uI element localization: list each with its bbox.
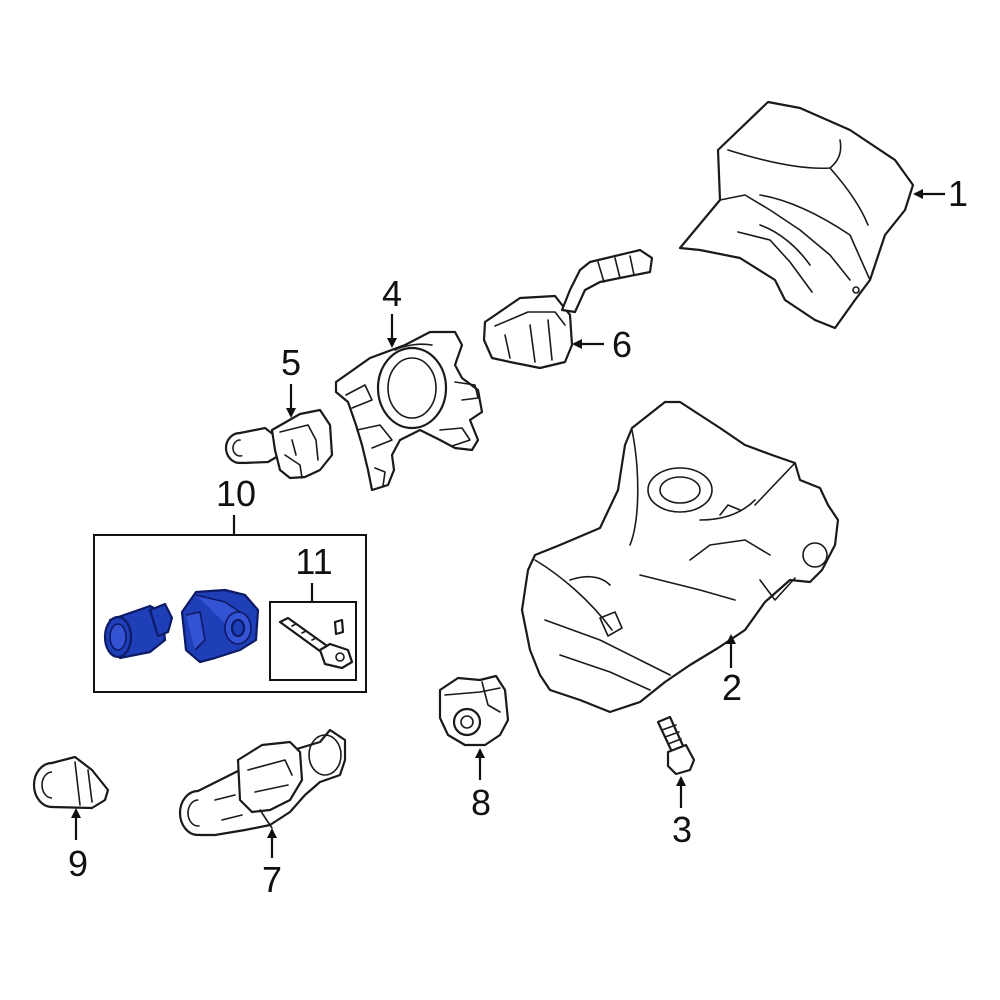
callout-7: 7 [262,859,282,900]
part-2-lower-column-cover [520,400,840,714]
callout-2: 2 [722,667,742,708]
part-10-lock-cylinder [103,602,174,660]
leader-lines [71,189,945,858]
callout-6: 6 [612,324,632,365]
callout-10: 10 [216,473,256,514]
callout-5: 5 [281,342,301,383]
part-6-wiper-switch [482,248,654,370]
part-11-key [278,616,354,670]
callout-3: 3 [672,809,692,850]
part-1-upper-column-cover [678,100,915,330]
callout-1: 1 [948,173,968,214]
part-3-bolt [656,715,696,776]
callout-8: 8 [471,782,491,823]
part-5-combination-switch [224,408,334,480]
part-8-immobilizer-sensor [438,674,510,747]
part-7-ignition-housing [178,728,347,837]
callout-11: 11 [295,541,332,582]
part-4-switch-bracket [334,330,484,492]
callout-4: 4 [382,273,402,314]
callout-labels: 1 2 3 4 5 6 7 8 9 10 11 [68,173,968,900]
part-9-key-ring-bezel [32,755,110,810]
part-10-kit-box [93,534,367,693]
callout-9: 9 [68,843,88,884]
part-10-lock-housing [180,588,260,664]
